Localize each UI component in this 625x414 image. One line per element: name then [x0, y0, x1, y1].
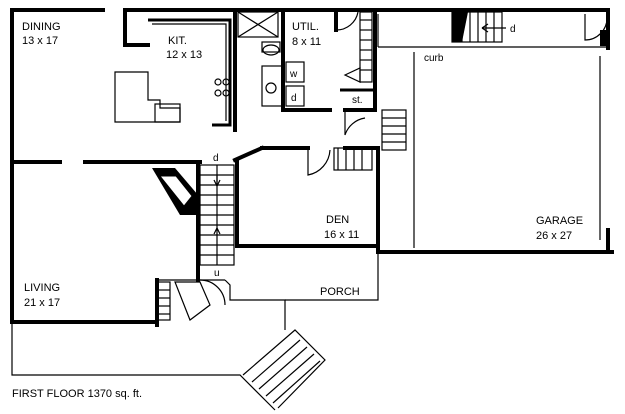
porch-name: PORCH — [320, 286, 360, 298]
garage-walls — [376, 8, 614, 254]
main-stairs — [199, 164, 235, 266]
living-name: LIVING — [24, 282, 60, 294]
dining-size: 13 x 17 — [22, 35, 58, 47]
garage-size: 26 x 27 — [536, 230, 572, 242]
fixture-labels: w d st. curb d d u — [213, 24, 516, 279]
dryer-label: d — [291, 93, 297, 104]
den-name: DEN — [326, 214, 349, 226]
kitchen-counters — [114, 18, 232, 127]
utility-name: UTIL. — [292, 21, 319, 33]
garage-stair-label: d — [510, 24, 516, 35]
utility-size: 8 x 11 — [292, 36, 321, 48]
porch — [11, 252, 379, 411]
pantry — [237, 11, 279, 38]
laundry — [285, 61, 305, 107]
garage-name: GARAGE — [536, 215, 583, 227]
dining-name: DINING — [22, 21, 61, 33]
floor-caption: FIRST FLOOR 1370 sq. ft. — [12, 388, 142, 400]
kitchen-name: KIT. — [168, 35, 187, 47]
garage-entry-stairs — [333, 109, 407, 171]
curb-label: curb — [424, 53, 444, 64]
door-swings — [199, 110, 366, 306]
exterior-walls — [10, 8, 380, 324]
half-bath — [261, 41, 283, 107]
storage-label: st. — [352, 95, 363, 106]
washer-label: w — [289, 69, 298, 80]
room-labels: DINING 13 x 17 KIT. 12 x 13 UTIL. 8 x 11… — [22, 21, 583, 309]
stair-down-label: d — [213, 153, 219, 164]
kitchen-size: 12 x 13 — [166, 49, 202, 61]
util-shelf — [335, 11, 373, 83]
fireplace — [152, 168, 198, 215]
stair-up-label: u — [214, 268, 220, 279]
living-size: 21 x 17 — [24, 297, 60, 309]
entry-closet — [157, 281, 211, 321]
den-size: 16 x 11 — [324, 229, 359, 241]
